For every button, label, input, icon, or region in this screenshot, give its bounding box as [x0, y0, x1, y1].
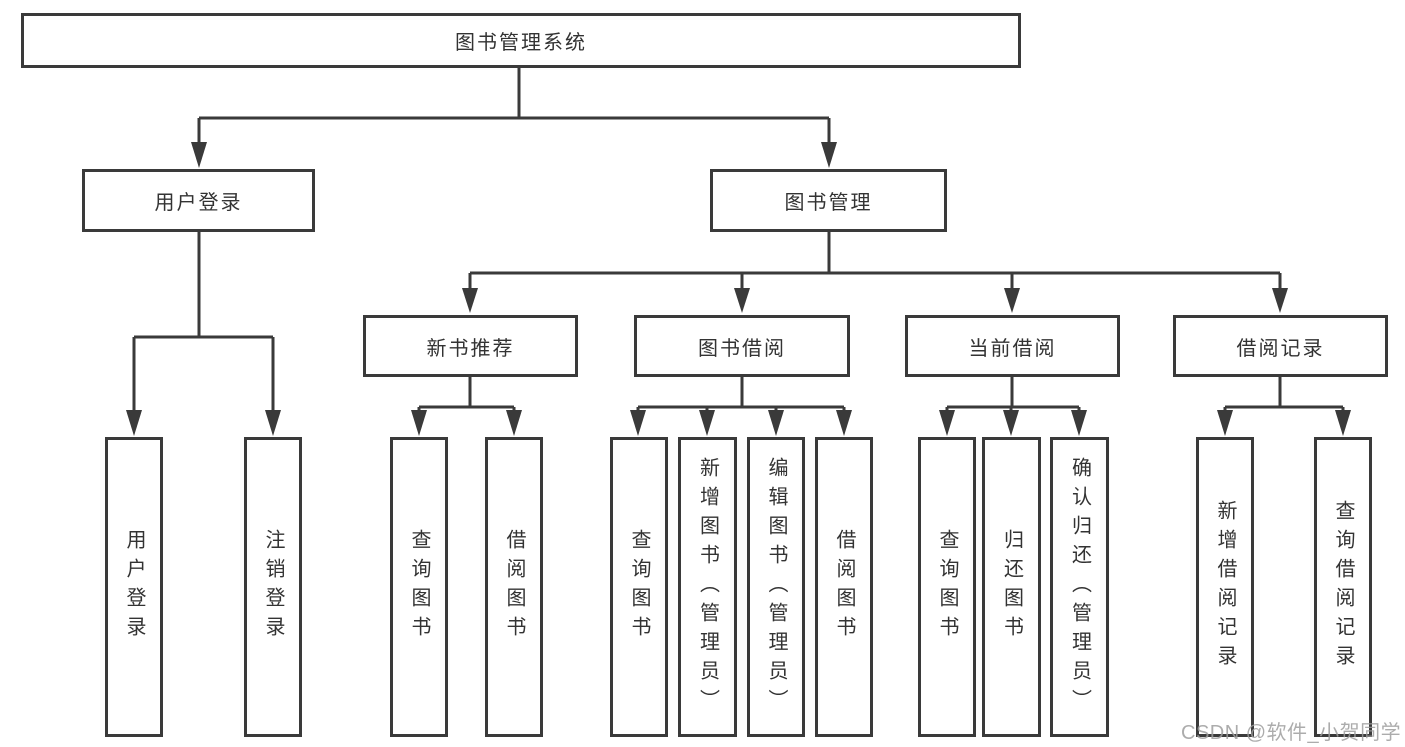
arrow-down-icon [1004, 288, 1020, 313]
arrow-down-icon [821, 142, 837, 168]
arrow-down-icon [506, 410, 522, 436]
arrowheads [126, 142, 1351, 436]
arrow-down-icon [462, 288, 478, 313]
node-user-login: 用户登录 [82, 169, 315, 232]
leaf-confirm-return-admin: 确认归还（管理员） [1050, 437, 1109, 737]
connector-user-login [132, 232, 275, 412]
leaf-add-borrow-record: 新增借阅记录 [1196, 437, 1254, 737]
leaf-logout: 注销登录 [244, 437, 302, 737]
node-book-borrowing: 图书借阅 [634, 315, 850, 377]
node-borrowing-records: 借阅记录 [1173, 315, 1388, 377]
leaf-query-books: 查询图书 [390, 437, 448, 737]
node-root: 图书管理系统 [21, 13, 1021, 68]
connector-root [197, 68, 831, 146]
arrow-down-icon [126, 410, 142, 436]
leaf-return-books: 归还图书 [982, 437, 1041, 737]
leaf-query-books: 查询图书 [918, 437, 976, 737]
connector-new-book-recommend [417, 377, 516, 414]
arrow-down-icon [734, 288, 750, 313]
node-book-management: 图书管理 [710, 169, 947, 232]
arrow-down-icon [699, 410, 715, 436]
arrow-down-icon [939, 410, 955, 436]
leaf-borrow-books: 借阅图书 [485, 437, 543, 737]
arrow-down-icon [836, 410, 852, 436]
arrow-down-icon [1335, 410, 1351, 436]
leaf-user-login: 用户登录 [105, 437, 163, 737]
connector-book-management [468, 232, 1282, 292]
leaf-edit-book-admin: 编辑图书（管理员） [747, 437, 805, 737]
arrow-down-icon [191, 142, 207, 168]
csdn-watermark: CSDN @软件_小贺同学 [1181, 722, 1402, 744]
leaf-add-book-admin: 新增图书（管理员） [678, 437, 737, 737]
arrow-down-icon [630, 410, 646, 436]
arrow-down-icon [265, 410, 281, 436]
arrow-down-icon [1217, 410, 1233, 436]
arrow-down-icon [768, 410, 784, 436]
arrow-down-icon [411, 410, 427, 436]
node-current-borrowing: 当前借阅 [905, 315, 1120, 377]
leaf-query-borrow-record: 查询借阅记录 [1314, 437, 1372, 737]
leaf-borrow-books: 借阅图书 [815, 437, 873, 737]
arrow-down-icon [1272, 288, 1288, 313]
connector-borrowing-records [1223, 377, 1345, 414]
leaf-query-books: 查询图书 [610, 437, 668, 737]
connector-current-borrowing [945, 377, 1081, 414]
arrow-down-icon [1003, 410, 1019, 436]
node-new-book-recommend: 新书推荐 [363, 315, 578, 377]
arrow-down-icon [1071, 410, 1087, 436]
connector-book-borrowing [636, 377, 846, 414]
